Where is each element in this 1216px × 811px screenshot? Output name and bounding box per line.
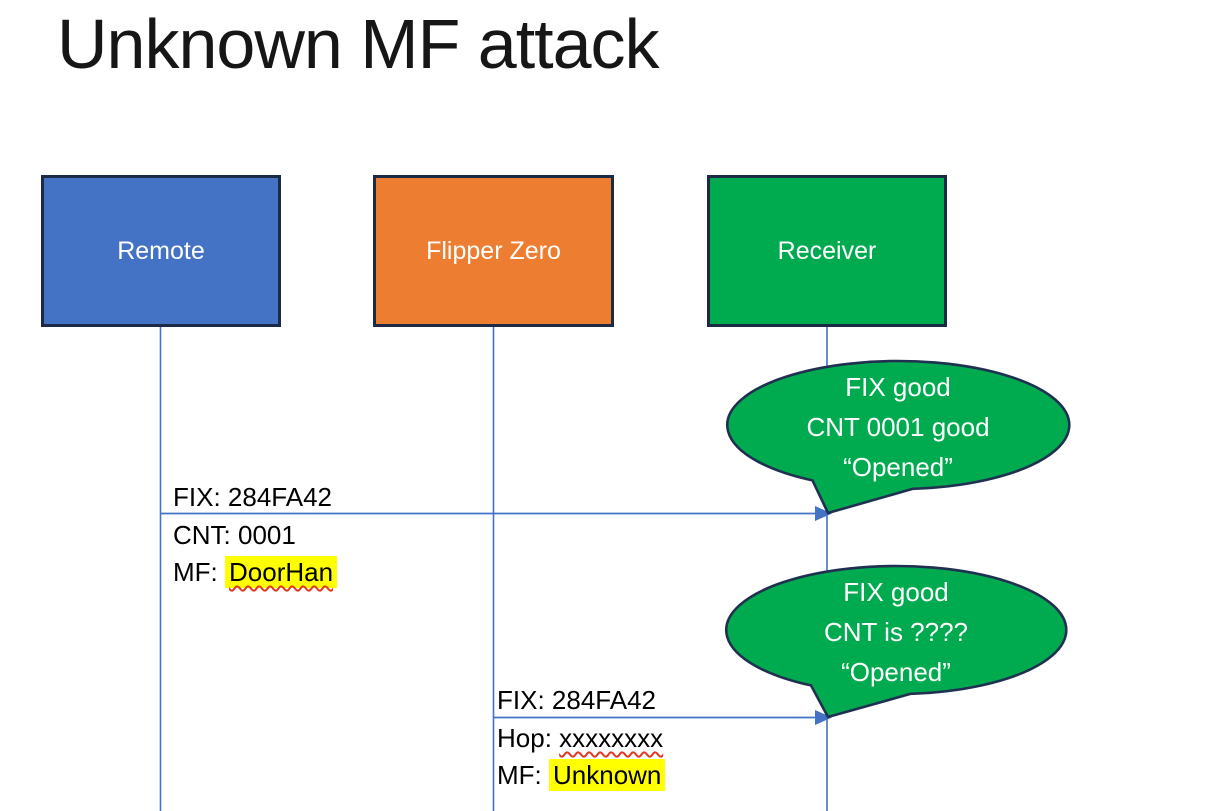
message-2-hop-prefix: Hop: (497, 723, 560, 753)
bubble-1-line-3: “Opened” (843, 452, 953, 482)
bubble-2-line-1: FIX good (843, 577, 949, 607)
message-2-mf-prefix: MF: (497, 760, 549, 790)
message-arrow-1-head (815, 506, 832, 521)
speech-bubble-1-text: FIX good CNT 0001 good “Opened” (758, 367, 1038, 487)
bubble-1-line-2: CNT 0001 good (806, 412, 990, 442)
message-1-line-fix: FIX: 284FA42 (173, 481, 332, 513)
message-arrow-2-head (815, 710, 832, 725)
message-1-cnt-prefix: CNT: (173, 520, 238, 550)
message-1-line-cnt: CNT: 0001 (173, 519, 296, 551)
message-2-fix-value: 284FA42 (551, 685, 656, 715)
message-1-mf-prefix: MF: (173, 557, 225, 587)
message-1-cnt-value: 0001 (238, 520, 296, 550)
message-2-mf-value-highlighted: Unknown (549, 759, 666, 791)
actor-box-receiver: Receiver (707, 175, 947, 327)
actor-label-remote: Remote (117, 236, 205, 265)
speech-bubble-2-text: FIX good CNT is ???? “Opened” (756, 572, 1036, 692)
slide-title: Unknown MF attack (57, 5, 660, 83)
bubble-2-line-3: “Opened” (841, 657, 951, 687)
message-2-line-mf: MF: Unknown (497, 759, 666, 791)
message-2-line-hop: Hop: xxxxxxxx (497, 722, 663, 754)
speech-bubble-1-shape (726, 359, 1071, 515)
bubble-1-line-1: FIX good (845, 372, 951, 402)
actor-label-receiver: Receiver (777, 236, 877, 265)
message-2-fix-prefix: FIX: (497, 685, 552, 715)
speech-bubble-2-shape (725, 564, 1068, 719)
message-2-hop-value-squiggle: xxxxxxxx (559, 723, 664, 753)
message-1-fix-prefix: FIX: (173, 482, 228, 512)
message-1-fix-value: 284FA42 (227, 482, 332, 512)
message-1-line-mf: MF: DoorHan (173, 556, 338, 588)
message-2-line-fix: FIX: 284FA42 (497, 684, 656, 716)
actor-label-flipper-zero: Flipper Zero (426, 236, 561, 265)
actor-box-flipper-zero: Flipper Zero (373, 175, 614, 327)
bubble-2-line-2: CNT is ???? (823, 617, 969, 647)
message-1-mf-value-highlighted: DoorHan (225, 556, 338, 588)
actor-box-remote: Remote (41, 175, 281, 327)
